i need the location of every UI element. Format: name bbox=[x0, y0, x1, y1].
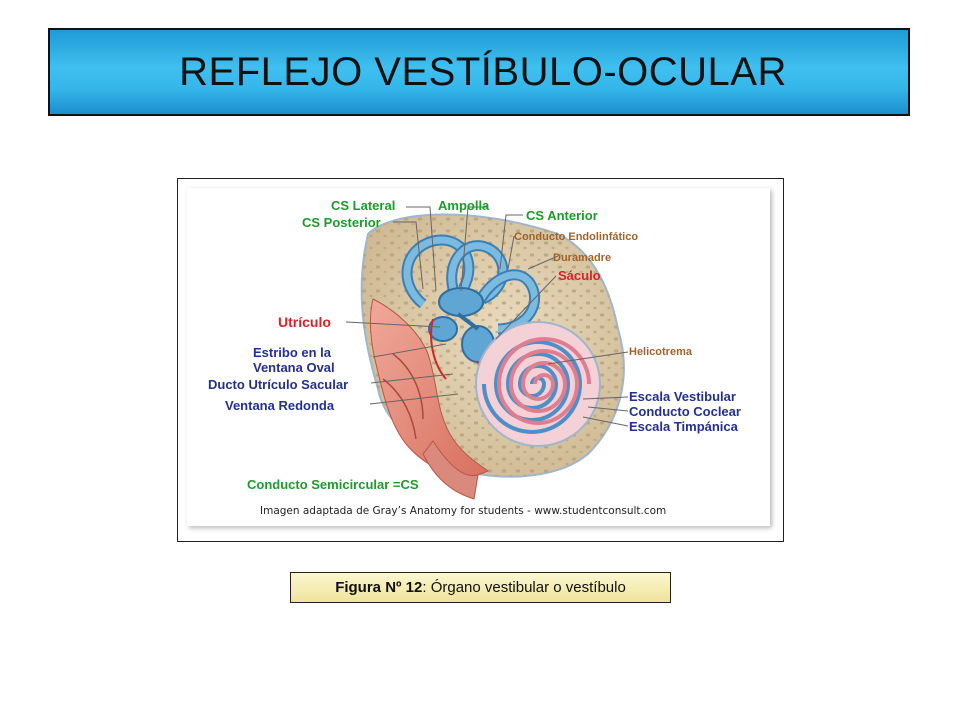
label-cs-posterior: CS Posterior bbox=[302, 215, 381, 230]
label-ventana-redonda: Ventana Redonda bbox=[225, 398, 335, 413]
lower-tissue bbox=[422, 440, 479, 500]
slide-title: REFLEJO VESTÍBULO-OCULAR bbox=[179, 49, 787, 94]
label-conducto-semicircular: Conducto Semicircular =CS bbox=[247, 477, 419, 492]
label-estribo-1: Estribo en la bbox=[253, 345, 332, 360]
vestibular-diagram: CS Lateral Ampolla CS Posterior CS Anter… bbox=[187, 188, 770, 526]
leader-lines bbox=[345, 206, 629, 427]
label-ampolla: Ampolla bbox=[438, 198, 490, 213]
figure-frame: CS Lateral Ampolla CS Posterior CS Anter… bbox=[177, 178, 784, 542]
label-escala-timpanica: Escala Timpánica bbox=[629, 419, 739, 434]
label-cs-lateral: CS Lateral bbox=[331, 198, 395, 213]
label-helicotrema: Helicotrema bbox=[629, 346, 693, 358]
caption-text: : Órgano vestibular o vestíbulo bbox=[422, 579, 626, 596]
label-cs-anterior: CS Anterior bbox=[526, 208, 598, 223]
figure-caption: Figura Nº 12: Órgano vestibular o vestíb… bbox=[290, 572, 671, 603]
image-credit: Imagen adaptada de Gray’s Anatomy for st… bbox=[260, 505, 666, 517]
label-estribo-2: Ventana Oval bbox=[253, 360, 335, 375]
label-conducto-coclear: Conducto Coclear bbox=[629, 404, 741, 419]
label-ducto-utriculo-sacular: Ducto Utrículo Sacular bbox=[208, 377, 348, 392]
title-banner: REFLEJO VESTÍBULO-OCULAR bbox=[48, 28, 910, 116]
label-escala-vestibular: Escala Vestibular bbox=[629, 389, 736, 404]
label-duramadre: Duramadre bbox=[553, 252, 611, 264]
label-utriculo: Utrículo bbox=[278, 314, 331, 330]
diagram-labels: CS Lateral Ampolla CS Posterior CS Anter… bbox=[208, 198, 741, 517]
label-conducto-endolinfatico: Conducto Endolinfático bbox=[514, 231, 638, 243]
caption-figure-number: Figura Nº 12 bbox=[335, 579, 423, 596]
semicircular-canals bbox=[401, 234, 540, 335]
cochlea bbox=[475, 321, 601, 447]
label-saculo: Sáculo bbox=[558, 268, 601, 283]
